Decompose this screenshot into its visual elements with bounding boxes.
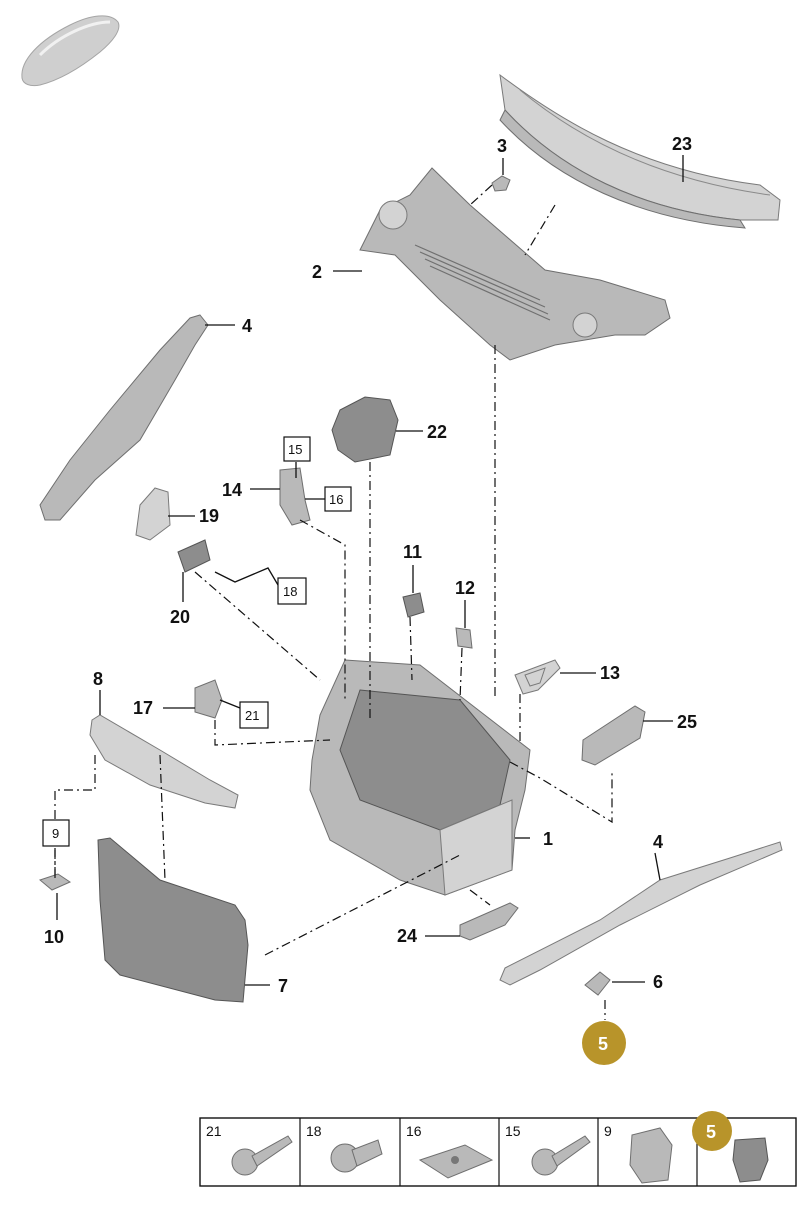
callout-4-upper: 4 — [242, 316, 252, 336]
part-23-cowl-panel — [499, 73, 781, 229]
callout-25: 25 — [677, 712, 697, 732]
part-19-bracket — [135, 487, 171, 541]
part-24-bracket — [459, 902, 519, 941]
callout-13: 13 — [600, 663, 620, 683]
part-4-sill-trim-lower — [499, 841, 783, 986]
svg-text:5: 5 — [598, 1034, 608, 1054]
callout-1: 1 — [543, 829, 553, 849]
legend-num-18: 18 — [306, 1123, 322, 1139]
clip-nut-icon — [418, 1144, 494, 1179]
callout-17: 17 — [133, 698, 153, 718]
screw-icon — [531, 1135, 591, 1176]
callout-10: 10 — [44, 927, 64, 947]
boxed-ref-21: 21 — [239, 701, 269, 729]
callout-20: 20 — [170, 607, 190, 627]
callout-23: 23 — [672, 134, 692, 154]
legend-num-15: 15 — [505, 1123, 521, 1139]
legend-num-9: 9 — [604, 1123, 612, 1139]
svg-text:5: 5 — [706, 1122, 716, 1142]
callout-6: 6 — [653, 972, 663, 992]
part-14-bracket — [279, 467, 311, 526]
assembly-lines — [54, 184, 613, 1020]
part-17-bracket — [194, 679, 223, 719]
callout-24: 24 — [397, 926, 417, 946]
part-6-clip — [584, 971, 611, 996]
boxed-ref-16: 16 — [324, 486, 352, 512]
boxed-ref-9: 9 — [42, 819, 70, 847]
callout-4-lower: 4 — [653, 832, 663, 852]
svg-text:21: 21 — [245, 708, 259, 723]
svg-text:18: 18 — [283, 584, 297, 599]
callout-3: 3 — [497, 136, 507, 156]
part-22-cover-cap — [331, 396, 399, 463]
svg-text:15: 15 — [288, 442, 302, 457]
callout-22: 22 — [427, 422, 447, 442]
callout-11: 11 — [403, 542, 422, 562]
part-2-upper-panel — [359, 167, 671, 361]
part-10-clip — [38, 873, 72, 891]
screw-icon — [231, 1135, 293, 1176]
leader-lines — [56, 155, 684, 986]
spring-clip-icon — [629, 1127, 673, 1184]
boxed-ref-18: 18 — [277, 577, 307, 605]
legend-num-21: 21 — [206, 1123, 222, 1139]
part-3-clip — [491, 175, 511, 192]
part-25-bracket — [581, 705, 646, 766]
part-13-frame — [514, 659, 561, 695]
part-8-trim-strip — [89, 714, 239, 809]
legend-badge-5[interactable]: 5 — [692, 1111, 732, 1151]
part-11-clip — [402, 592, 425, 618]
fastener-legend: 21 18 16 15 9 5 — [199, 1111, 797, 1187]
part-7-carpet-panel — [97, 837, 249, 1003]
callout-8: 8 — [93, 669, 103, 689]
callout-14: 14 — [222, 480, 242, 500]
callout-12: 12 — [455, 578, 475, 598]
callout-7: 7 — [278, 976, 288, 996]
boxed-ref-15: 15 — [283, 436, 311, 462]
legend-num-16: 16 — [406, 1123, 422, 1139]
part-1-luggage-tub — [309, 659, 531, 896]
highlight-badge-5[interactable]: 5 — [582, 1021, 626, 1065]
vehicle-thumbnail-icon — [21, 15, 120, 87]
bolt-icon — [330, 1139, 383, 1173]
svg-text:9: 9 — [52, 826, 59, 841]
svg-text:16: 16 — [329, 492, 343, 507]
callout-2: 2 — [312, 262, 322, 282]
part-12-clip — [455, 627, 473, 649]
part-4-pillar-trim-upper — [39, 314, 209, 521]
push-clip-icon — [732, 1137, 769, 1183]
callout-19: 19 — [199, 506, 219, 526]
part-20-bracket — [177, 539, 211, 573]
